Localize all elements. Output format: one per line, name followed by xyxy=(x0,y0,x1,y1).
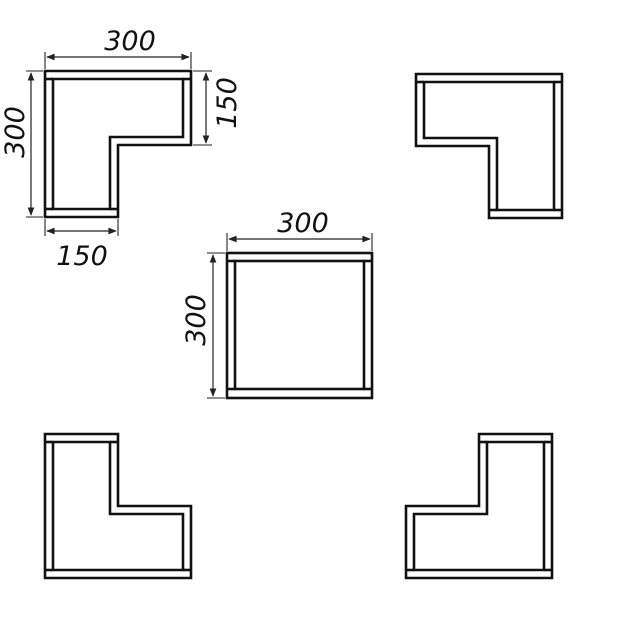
l-shelf-top-right xyxy=(414,72,564,220)
l-shelf-bottom-left xyxy=(43,432,193,580)
dimension-l-shelf-arm-width: 150 xyxy=(44,219,119,272)
dimension-l-shelf-width: 300 xyxy=(44,26,192,69)
l-shelf-top-left xyxy=(43,69,193,219)
dimension-square-height: 300 xyxy=(181,252,225,399)
square-shelf-inner xyxy=(233,259,366,391)
l-shelf-top-left-outer xyxy=(43,69,193,219)
square-shelf xyxy=(225,251,374,400)
square-shelf-outer xyxy=(225,251,374,400)
dimension-label-square-width: 300 xyxy=(277,208,329,239)
l-shelf-top-right-outer xyxy=(414,72,564,220)
dimension-l-shelf-height: 300 xyxy=(0,70,43,218)
l-shelf-bottom-right-outer xyxy=(404,432,554,580)
dimension-l-shelf-arm-height: 150 xyxy=(193,70,243,146)
l-shelf-bottom-right xyxy=(404,432,554,580)
dimension-label-l-shelf-arm-height: 150 xyxy=(212,77,243,129)
dimension-label-l-shelf-arm-width: 150 xyxy=(56,241,108,272)
dimension-label-l-shelf-height: 300 xyxy=(0,106,31,158)
dimension-label-l-shelf-width: 300 xyxy=(104,26,156,57)
dimension-label-square-height: 300 xyxy=(181,294,212,346)
l-shelf-bottom-left-outer xyxy=(43,432,193,580)
dimension-square-width: 300 xyxy=(226,208,373,251)
